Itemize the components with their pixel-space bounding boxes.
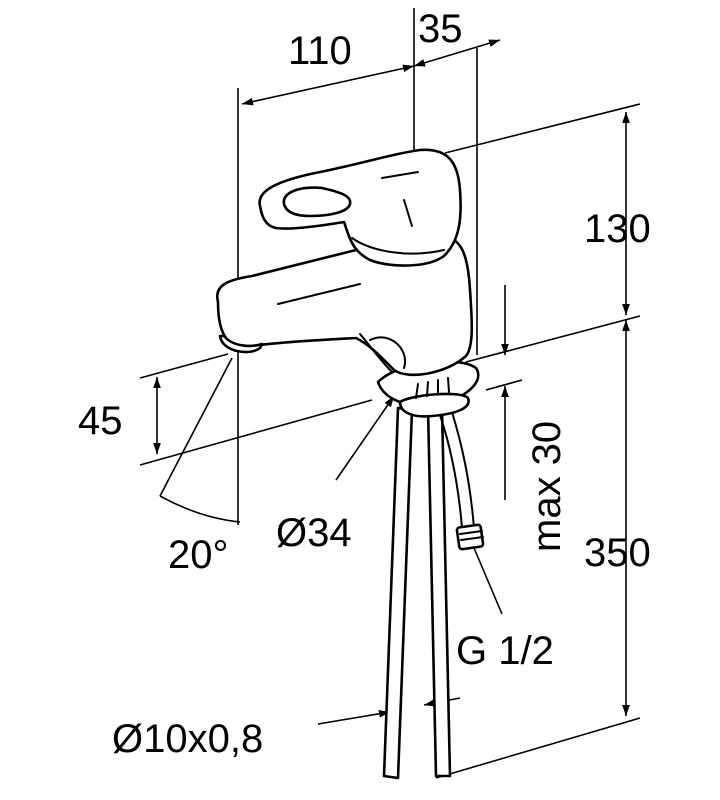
dimension-labels: 110 35 130 350 45 20° Ø34 max 30 G 1/2 Ø… (78, 7, 651, 761)
dim-350-label: 350 (584, 531, 651, 575)
dim-thread-label: G 1/2 (456, 629, 554, 673)
dim-angle-label: 20° (168, 533, 229, 577)
dimension-lines (153, 39, 630, 725)
dim-max-thickness-label: max 30 (525, 421, 569, 552)
dim-130-label: 130 (584, 207, 651, 251)
dim-base-diameter-label: Ø34 (276, 511, 352, 555)
dim-45-label: 45 (78, 399, 123, 443)
spout (215, 234, 474, 377)
dim-110-label: 110 (288, 29, 352, 73)
faucet-body (215, 148, 485, 780)
supply-tubes (382, 406, 485, 780)
lever-handle (258, 148, 462, 267)
dim-35-label: 35 (418, 7, 463, 51)
dim-tube-label: Ø10x0,8 (112, 717, 263, 761)
